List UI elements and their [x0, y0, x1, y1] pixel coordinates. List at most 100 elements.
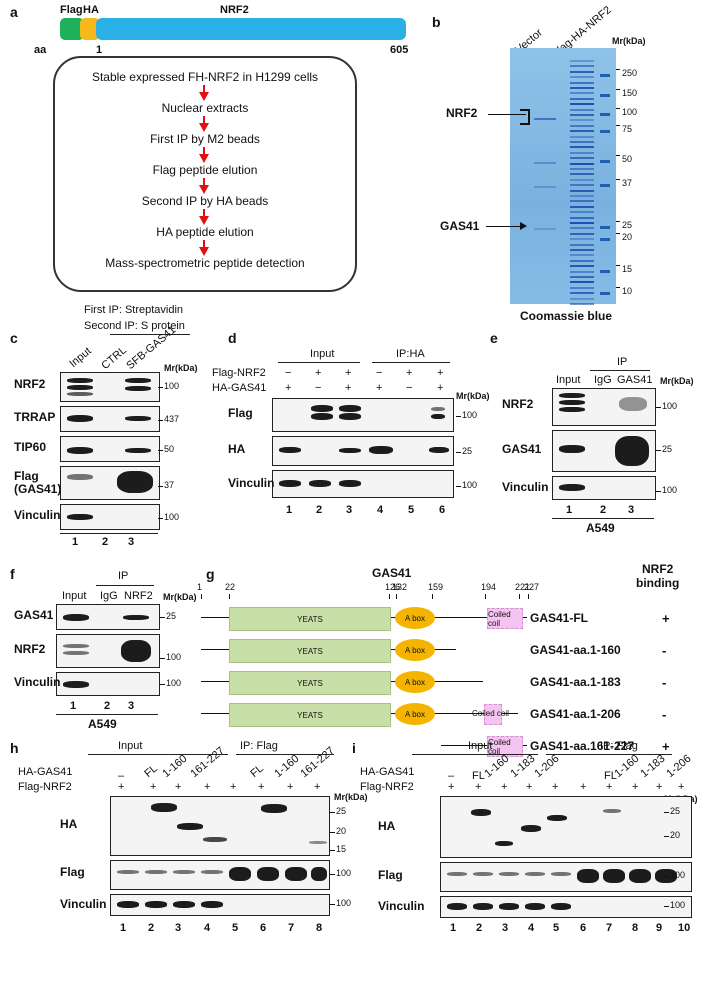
f-size-tick — [160, 684, 165, 685]
nrf2-gel-label: NRF2 — [446, 106, 478, 120]
h-blot-size-label: 100 — [336, 898, 352, 908]
h-plus-sign: + — [150, 781, 157, 793]
band — [429, 447, 449, 453]
i-lane-fl: FL — [472, 770, 485, 782]
panel-label-d: d — [228, 330, 237, 346]
d-sign-ha: − — [406, 382, 413, 394]
marker-band — [600, 226, 610, 229]
band — [63, 644, 89, 648]
i-lane-number: 7 — [606, 922, 613, 934]
nrf2-bracket — [520, 109, 530, 125]
band — [173, 901, 195, 908]
gel-band-ha-nrf2 — [570, 60, 594, 62]
i-cond-ha: HA-GAS41 — [360, 766, 415, 778]
band — [67, 474, 93, 480]
marker-band — [600, 113, 610, 116]
c-row-label: Vinculin — [14, 508, 61, 522]
band — [67, 378, 93, 383]
e-cell-label: A549 — [586, 521, 615, 535]
marker-band — [600, 160, 610, 163]
marker-value: 250 — [622, 68, 638, 78]
band — [117, 870, 139, 874]
band — [151, 803, 177, 812]
band — [123, 615, 149, 620]
g-position-label: 22 — [225, 582, 236, 592]
f-row-label: NRF2 — [14, 642, 46, 656]
band — [311, 867, 327, 881]
g-construct-name: GAS41-aa.1-206 — [530, 707, 621, 721]
i-plus-sign: + — [678, 781, 685, 793]
i-ha-size-tick — [664, 812, 669, 813]
d-lane-number: 3 — [346, 504, 353, 516]
mr-label-c: Mr(kDa) — [164, 363, 198, 373]
h-lane-number: 2 — [148, 922, 155, 934]
d-sign-flag: + — [437, 367, 444, 379]
band — [145, 870, 167, 874]
i-plus-sign: + — [656, 781, 663, 793]
marker-tick — [616, 233, 620, 234]
band — [499, 872, 519, 876]
panel-label-e: e — [490, 330, 498, 346]
band — [311, 413, 333, 420]
gel-band-ha-nrf2 — [570, 281, 594, 284]
h-lane-number: 6 — [260, 922, 267, 934]
i-lane-fl-ip: FL — [604, 770, 617, 782]
workflow-step: HA peptide elution — [156, 225, 254, 239]
d-group-ip: IP:HA — [396, 348, 425, 360]
d-blot-ha — [272, 436, 454, 466]
g-position-tick — [229, 594, 230, 599]
i-lane-number: 2 — [476, 922, 483, 934]
workflow-arrow-icon — [199, 92, 209, 101]
i-plus-sign: + — [526, 781, 533, 793]
gel-band-vector — [534, 228, 556, 230]
gel-band-ha-nrf2 — [570, 265, 594, 268]
workflow-box — [53, 56, 357, 292]
gel-band-ha-nrf2 — [570, 249, 594, 251]
band — [125, 378, 151, 383]
marker-band — [600, 238, 610, 241]
gel-band-ha-nrf2 — [570, 81, 594, 84]
panel-label-i: i — [352, 740, 356, 756]
f-blot-nrf2 — [56, 634, 160, 668]
band — [279, 447, 301, 453]
g-abox-domain: A box — [395, 703, 435, 725]
i-size-label: 100 — [670, 900, 686, 910]
d-sign-ha: + — [345, 382, 352, 394]
band — [67, 392, 93, 396]
c-bottom-line — [60, 533, 158, 534]
band — [63, 614, 89, 621]
i-ip-line — [546, 754, 672, 755]
d-cond-flag: Flag-NRF2 — [212, 367, 266, 379]
h-lane-label: 1-160 — [160, 752, 190, 780]
h-lane-number: 5 — [232, 922, 239, 934]
d-lane-number: 2 — [316, 504, 323, 516]
d-row-label: Flag — [228, 406, 253, 420]
band — [177, 823, 203, 830]
h-size-label: 15 — [336, 844, 347, 854]
e-lane-input: Input — [556, 374, 581, 386]
g-construct-line — [441, 745, 527, 746]
g-position-tick — [432, 594, 433, 599]
h-lane-label: 161-227 — [298, 744, 337, 780]
workflow-arrow-shaft — [203, 116, 205, 124]
band — [67, 385, 93, 390]
d-row-label: HA — [228, 442, 246, 456]
gel-band-ha-nrf2 — [570, 227, 594, 230]
gel-band-ha-nrf2 — [570, 162, 594, 165]
h-blot-size-label: 100 — [336, 868, 352, 878]
workflow-arrow-shaft — [203, 85, 205, 93]
flag-tag-label: Flag — [60, 4, 83, 16]
d-sign-ha: + — [285, 382, 292, 394]
f-cell-line — [56, 714, 158, 715]
g-yeats-domain: YEATS — [229, 607, 391, 631]
g-position-tick — [201, 594, 202, 599]
g-construct-name: GAS41-aa.161-227 — [530, 739, 635, 753]
workflow-arrow-shaft — [203, 147, 205, 155]
c-size-label: 100 — [164, 381, 180, 391]
h-lane-label: FL — [142, 762, 160, 780]
g-position-label: 132 — [392, 582, 408, 592]
i-size-tick — [664, 906, 669, 907]
marker-value: 37 — [622, 178, 633, 188]
h-blot-size-tick — [330, 904, 335, 905]
marker-value: 20 — [622, 232, 633, 242]
